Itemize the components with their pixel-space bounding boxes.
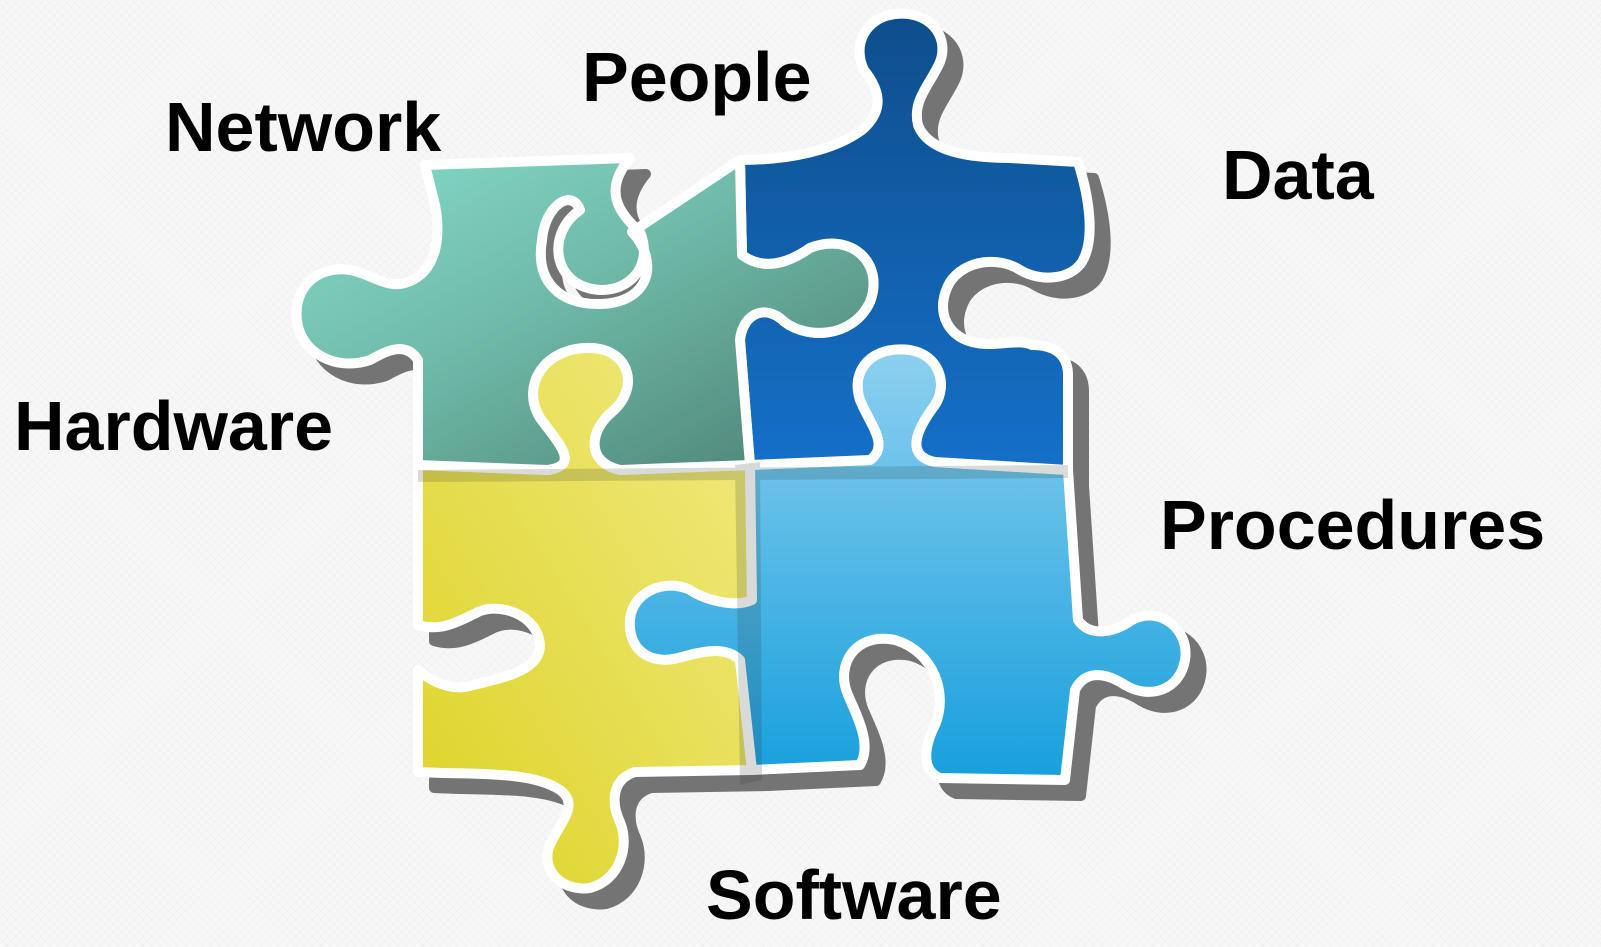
piece-overlap-shading: [418, 462, 1068, 785]
label-software: Software: [706, 856, 1002, 934]
label-hardware: Hardware: [14, 387, 334, 465]
label-network: Network: [165, 88, 442, 166]
label-people: People: [582, 38, 812, 116]
label-data: Data: [1222, 136, 1374, 214]
label-procedures: Procedures: [1160, 486, 1546, 564]
